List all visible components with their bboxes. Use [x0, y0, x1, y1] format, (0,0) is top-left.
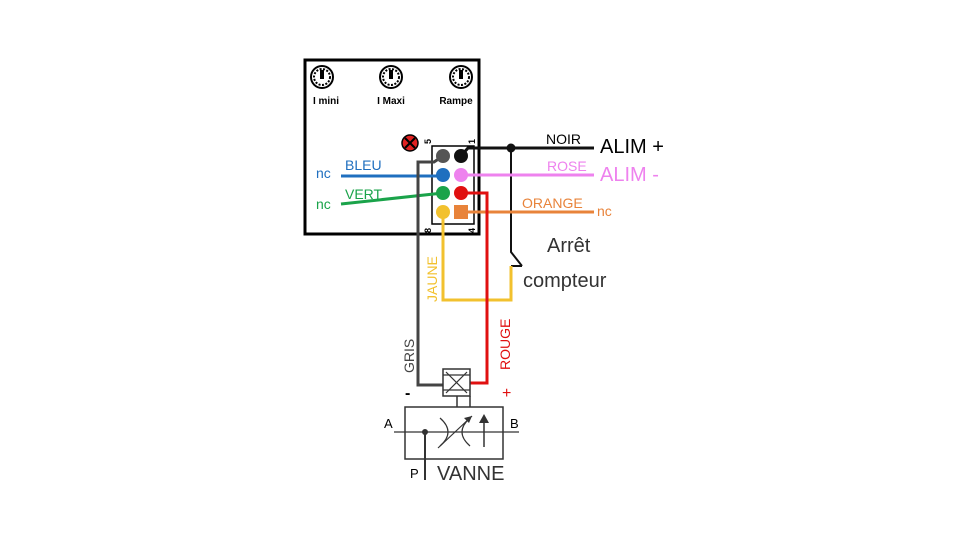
wire-arret-switch [510, 148, 523, 267]
pin-rouge [454, 186, 468, 200]
label-jaune: JAUNE [424, 256, 440, 302]
wire-rouge [461, 191, 489, 385]
label-arret: Arrêt [547, 235, 591, 257]
pin-orange [454, 205, 468, 219]
label-noir: NOIR [546, 131, 581, 147]
wire-gris [416, 154, 444, 387]
pin-jaune [436, 205, 450, 219]
label-bleu: BLEU [345, 157, 382, 173]
knob-i-maxi-icon [379, 65, 403, 89]
label-vanne: VANNE [437, 463, 504, 485]
pin-gris [436, 149, 450, 163]
knob-i-mini-icon [310, 65, 334, 89]
label-compteur: compteur [523, 270, 607, 292]
label-vert: VERT [345, 186, 383, 202]
wire-noir [459, 146, 594, 157]
label-port-a: A [384, 416, 393, 431]
fault-indicator-icon [401, 134, 419, 152]
label-nc-orange: nc [597, 203, 612, 219]
label-plus: + [502, 385, 511, 402]
wire-jaune [441, 212, 513, 302]
pin-noir [454, 149, 468, 163]
label-alim-plus: ALIM + [600, 136, 664, 158]
wire-vert [340, 191, 444, 206]
label-nc-bleu: nc [316, 165, 331, 181]
pin-rose [454, 168, 468, 182]
pin-vert [436, 186, 450, 200]
pin-label-5: 5 [423, 139, 433, 144]
solenoid-icon [442, 368, 471, 407]
label-minus: - [405, 385, 410, 402]
knob-label-i-maxi: I Maxi [377, 96, 405, 107]
label-orange: ORANGE [522, 195, 583, 211]
label-rouge: ROUGE [497, 319, 513, 370]
label-gris: GRIS [401, 339, 417, 373]
pin-bleu [436, 168, 450, 182]
knob-label-i-mini: I mini [313, 96, 339, 107]
pin-label-8: 8 [423, 228, 433, 233]
junction-dot [506, 143, 516, 153]
label-port-b: B [510, 416, 519, 431]
knob-label-rampe: Rampe [439, 96, 473, 107]
pin-label-4: 4 [467, 228, 477, 233]
pin-label-1: 1 [467, 139, 477, 144]
proportional-valve-icon [394, 406, 519, 480]
label-port-p: P [410, 466, 419, 481]
label-nc-vert: nc [316, 196, 331, 212]
knob-rampe-icon [449, 65, 473, 89]
label-rose: ROSE [547, 158, 587, 174]
label-alim-minus: ALIM - [600, 164, 659, 186]
